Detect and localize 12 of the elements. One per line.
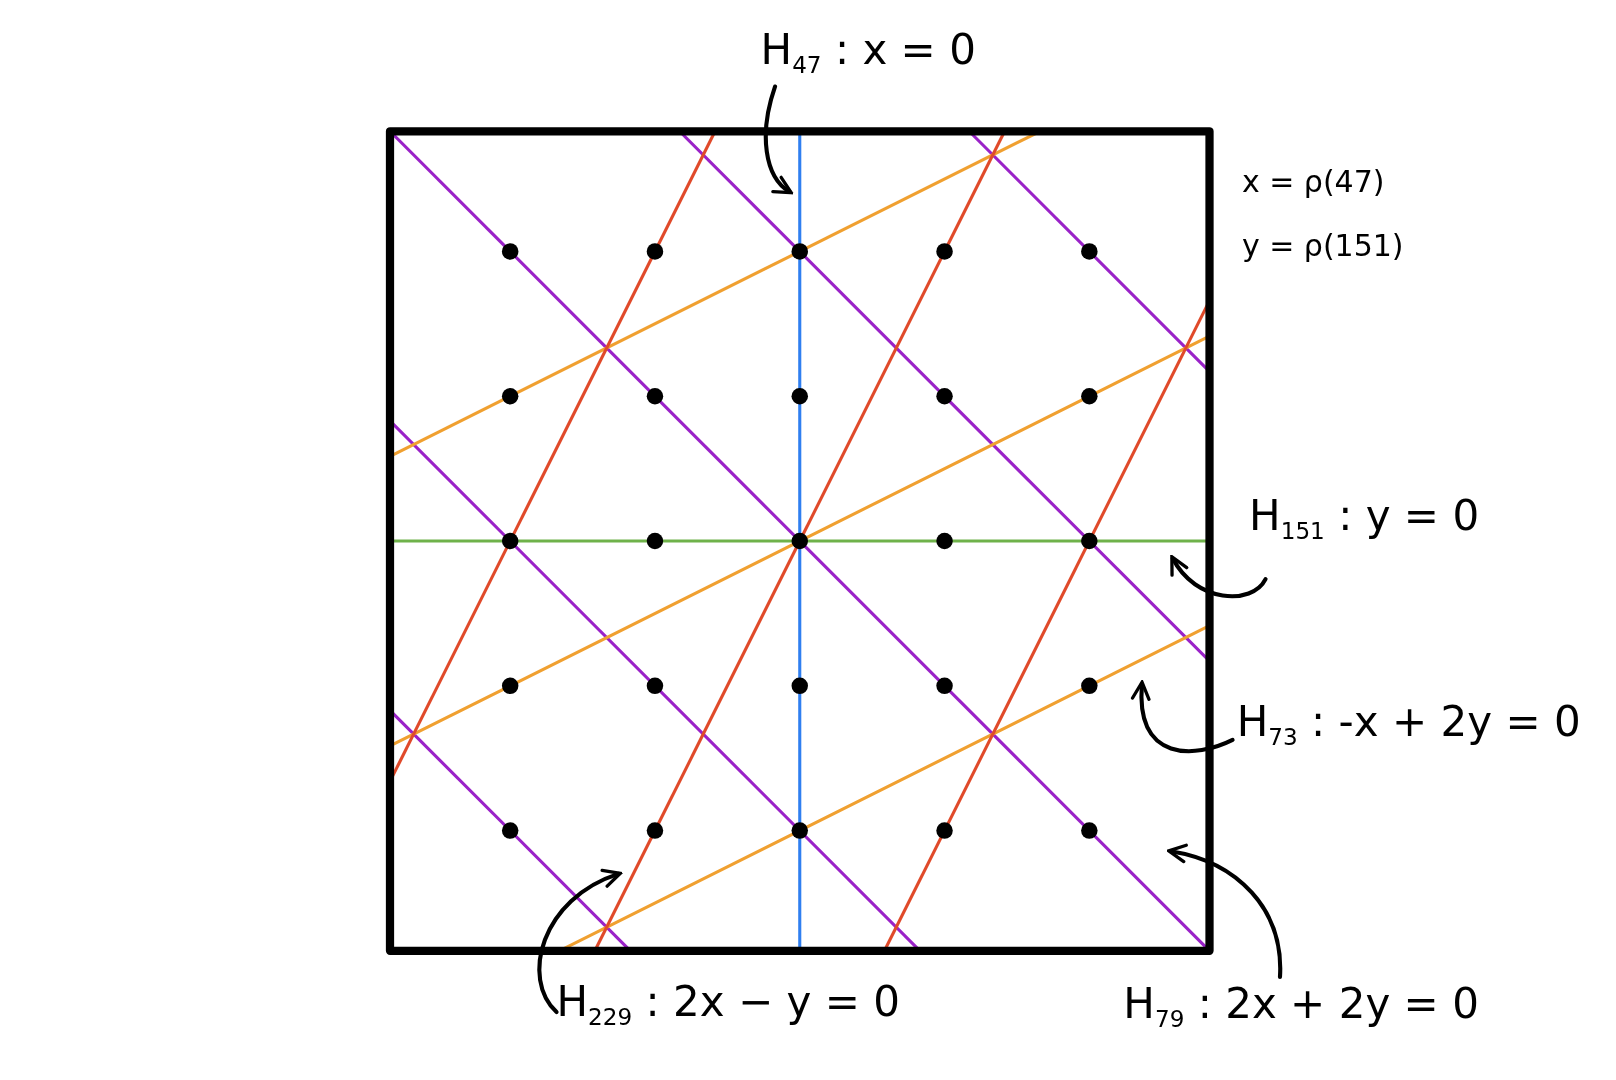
hyperplane-label: H$_{151}$ : y = 0 bbox=[1249, 492, 1480, 545]
coordinate-note: y = ρ(151) bbox=[1241, 228, 1404, 262]
coordinate-note: x = ρ(47) bbox=[1241, 164, 1385, 198]
hyperplane-label: H$_{79}$ : 2x + 2y = 0 bbox=[1123, 981, 1479, 1033]
leader-line bbox=[537, 869, 622, 1015]
leader-line bbox=[1167, 844, 1283, 979]
leader-line bbox=[1170, 555, 1268, 599]
hyperplane-label: H$_{229}$ : 2x − y = 0 bbox=[556, 979, 900, 1031]
leader-line bbox=[1131, 680, 1235, 754]
hyperplane-label: H$_{73}$ : -x + 2y = 0 bbox=[1236, 698, 1581, 751]
leader-line bbox=[763, 84, 793, 195]
hyperplane-label: H$_{47}$ : x = 0 bbox=[760, 26, 976, 79]
